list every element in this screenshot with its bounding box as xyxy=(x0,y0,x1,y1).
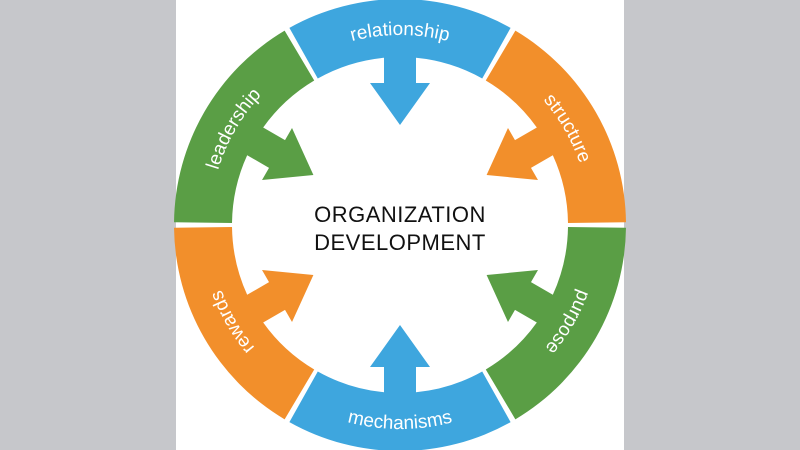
center-title-line-1: ORGANIZATION xyxy=(314,202,486,227)
segment-purpose-arrow xyxy=(485,227,626,420)
center-title-line-2: DEVELOPMENT xyxy=(314,230,486,255)
segment-leadership-arrow xyxy=(174,30,315,223)
segment-relationship-arrow xyxy=(289,0,511,125)
segment-ring xyxy=(174,0,626,450)
segment-rewards-arrow xyxy=(174,227,315,420)
segment-structure-arrow xyxy=(485,30,626,223)
segment-mechanisms-arrow xyxy=(289,325,511,450)
